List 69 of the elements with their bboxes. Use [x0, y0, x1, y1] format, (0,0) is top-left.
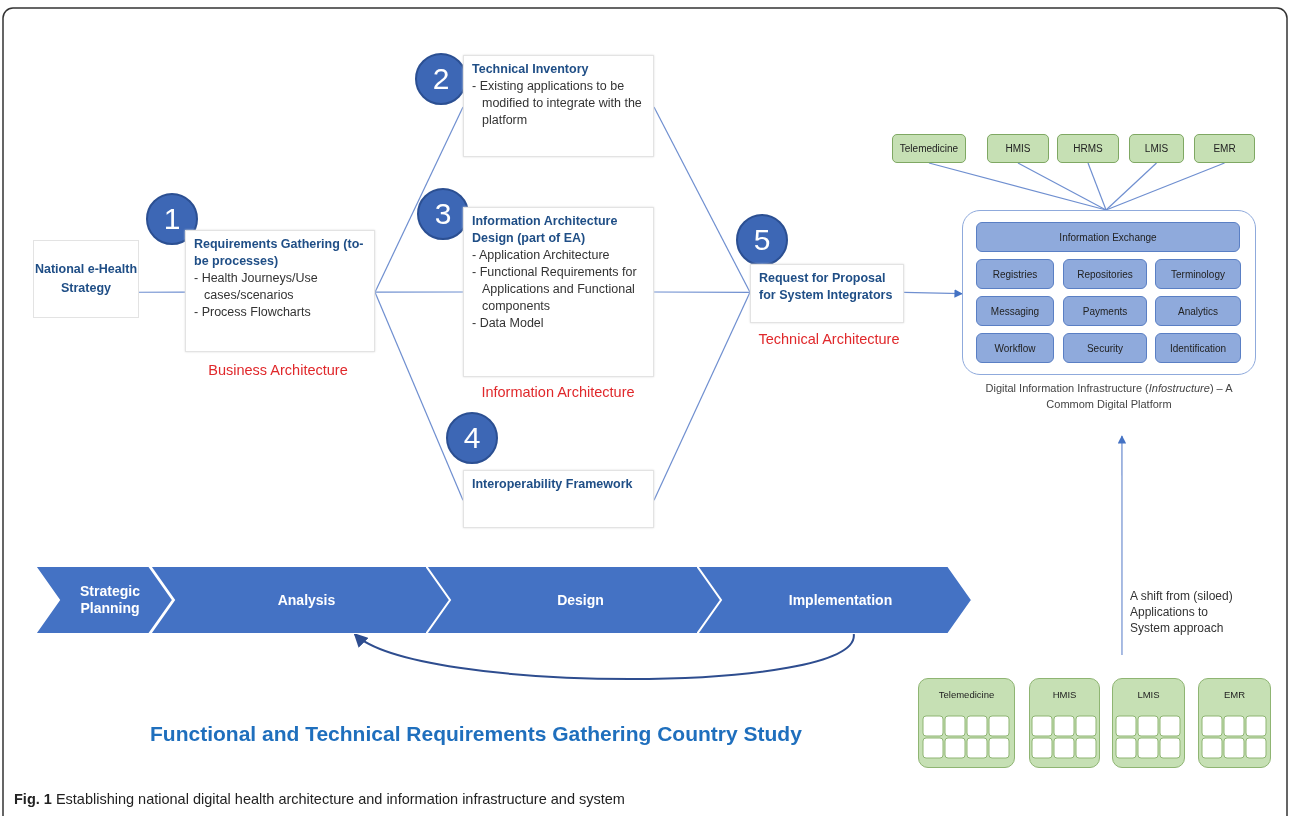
- module-box: Information Exchange: [976, 222, 1240, 252]
- step-number-circle: 4: [446, 412, 498, 464]
- module-box: Terminology: [1155, 259, 1241, 289]
- connector-line: [1105, 162, 1158, 211]
- box-heading: Technical Inventory: [472, 61, 590, 78]
- box-text: - Process Flowcharts: [194, 304, 312, 321]
- connector-line: [653, 106, 751, 293]
- arrow: [903, 289, 963, 298]
- app-name: LMIS: [1136, 689, 1161, 700]
- application-box: [1198, 678, 1271, 768]
- step-number-circle: 3: [417, 188, 469, 240]
- box-text: - Existing applications to be modified to integrate with the platform: [472, 78, 643, 129]
- connector-line: [374, 106, 464, 293]
- box-text: - Health Journeys/Use cases/scenarios: [194, 270, 319, 304]
- module-box: Messaging: [976, 296, 1054, 326]
- box-heading: Request for Proposal for System Integrators: [759, 270, 894, 304]
- module-box: Security: [1063, 333, 1147, 363]
- module-box: Payments: [1063, 296, 1147, 326]
- connector-line: [374, 291, 464, 501]
- connector-line: [653, 291, 751, 501]
- process-box: [750, 264, 904, 323]
- arrow: [1117, 435, 1127, 656]
- process-box: [185, 230, 375, 352]
- step-number-circle: 5: [736, 214, 788, 266]
- connector-line: [1105, 162, 1226, 211]
- box-heading: Interoperability Framework: [472, 476, 634, 493]
- phase-banner: [697, 566, 972, 634]
- application-box: EMR: [1194, 134, 1255, 163]
- module-box: Analytics: [1155, 296, 1241, 326]
- box-heading: Information Architecture Design (part of EA): [472, 213, 619, 247]
- step-label: Design: [556, 590, 605, 610]
- connector-line: [928, 162, 1107, 211]
- application-box: [918, 678, 1015, 768]
- figure-caption: Fig. 1 Establishing national digital health architecture and information infrastructure and system: [14, 791, 625, 807]
- phase-banner: [35, 566, 173, 634]
- application-box: HRMS: [1057, 134, 1119, 163]
- application-box: HMIS: [987, 134, 1049, 163]
- architecture-label: Business Architecture: [207, 362, 349, 378]
- step-label: Strategic Planning: [79, 582, 141, 618]
- application-box: [1112, 678, 1185, 768]
- platform-caption: Digital Information Infrastructure (Infostructure) – A Commom Digital Platform: [984, 381, 1234, 412]
- app-name: EMR: [1222, 689, 1247, 700]
- box-text: - Application Architecture: [472, 247, 611, 264]
- architecture-label: Technical Architecture: [757, 331, 901, 347]
- app-name: Telemedicine: [937, 689, 996, 700]
- application-box: LMIS: [1129, 134, 1184, 163]
- application-box: Telemedicine: [892, 134, 966, 163]
- application-box: [1029, 678, 1100, 768]
- connector-line: [374, 291, 464, 293]
- connector-line: [1087, 162, 1107, 211]
- connector-line: [138, 291, 186, 293]
- arrow: [353, 633, 855, 680]
- diagram-title: Functional and Technical Requirements Gathering Country Study: [150, 722, 802, 746]
- step-label: Implementation: [787, 590, 894, 610]
- module-box: Workflow: [976, 333, 1054, 363]
- box-text: - Functional Requirements for Applications and Functional components: [472, 264, 638, 315]
- architecture-label: Information Architecture: [480, 384, 636, 400]
- connector-line: [1017, 162, 1107, 211]
- module-box: Identification: [1155, 333, 1241, 363]
- process-box: [463, 55, 654, 157]
- process-box: [463, 207, 654, 377]
- step-label: Analysis: [276, 590, 337, 610]
- box-text: - Data Model: [472, 315, 545, 332]
- connector-line: [653, 291, 751, 293]
- module-box: Repositories: [1063, 259, 1147, 289]
- module-box: Registries: [976, 259, 1054, 289]
- process-box: National e-Health Strategy: [33, 240, 139, 318]
- app-name: HMIS: [1051, 689, 1078, 700]
- process-box: [463, 470, 654, 528]
